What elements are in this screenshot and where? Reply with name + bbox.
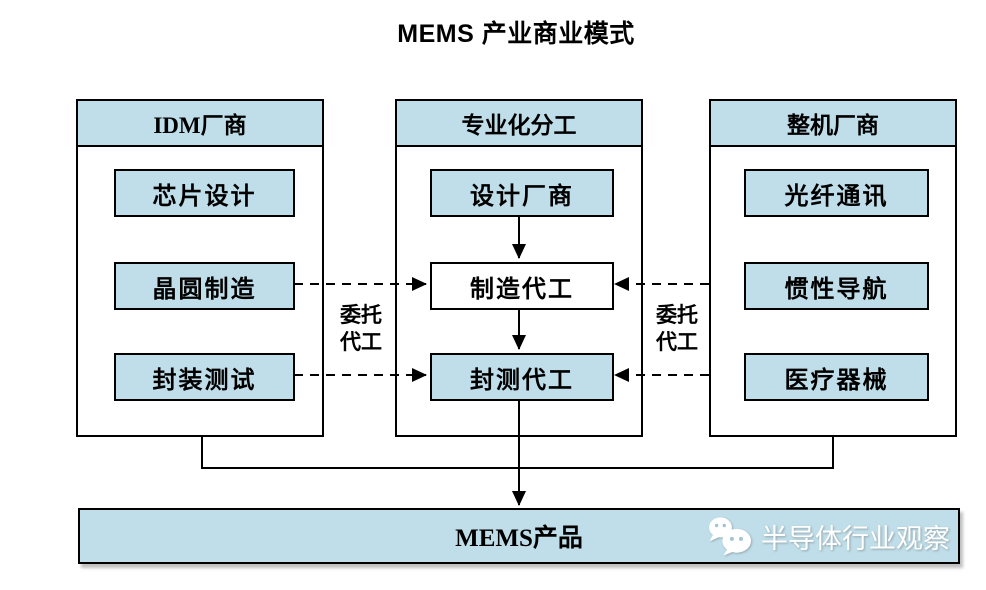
- watermark: 半导体行业观察: [706, 510, 950, 562]
- spec-item-design-house: 设计厂商: [430, 169, 614, 217]
- specialization-column: 专业化分工 设计厂商 制造代工 封测代工: [395, 99, 643, 437]
- spec-item-osat: 封测代工: [430, 353, 614, 401]
- idm-item-chip-design: 芯片设计: [114, 169, 295, 217]
- bottom-collector-line: [201, 436, 834, 469]
- idm-column: IDM厂商 芯片设计 晶圆制造 封装测试: [76, 99, 324, 437]
- oem-item-medical-device: 医疗器械: [744, 353, 929, 401]
- outsource-label-left: 委托代工: [340, 303, 382, 354]
- idm-item-wafer-fab: 晶圆制造: [114, 262, 295, 310]
- idm-item-package-test: 封装测试: [114, 353, 295, 401]
- idm-column-header: IDM厂商: [78, 101, 322, 147]
- oem-item-inertial-nav: 惯性导航: [744, 262, 929, 310]
- mems-product-label: MEMS产品: [455, 525, 583, 552]
- specialization-column-header: 专业化分工: [397, 101, 641, 147]
- mems-product-box: MEMS产品 半导体行业观察: [78, 508, 960, 564]
- spec-item-foundry: 制造代工: [430, 262, 614, 310]
- watermark-text: 半导体行业观察: [761, 523, 950, 554]
- wechat-icon: [709, 517, 751, 556]
- oem-column-header: 整机厂商: [711, 101, 955, 147]
- oem-column: 整机厂商 光纤通讯 惯性导航 医疗器械: [709, 99, 957, 437]
- diagram-title: MEMS 产业商业模式: [397, 20, 635, 48]
- outsource-label-right: 委托代工: [656, 303, 698, 354]
- oem-item-fiber-comm: 光纤通讯: [744, 169, 929, 217]
